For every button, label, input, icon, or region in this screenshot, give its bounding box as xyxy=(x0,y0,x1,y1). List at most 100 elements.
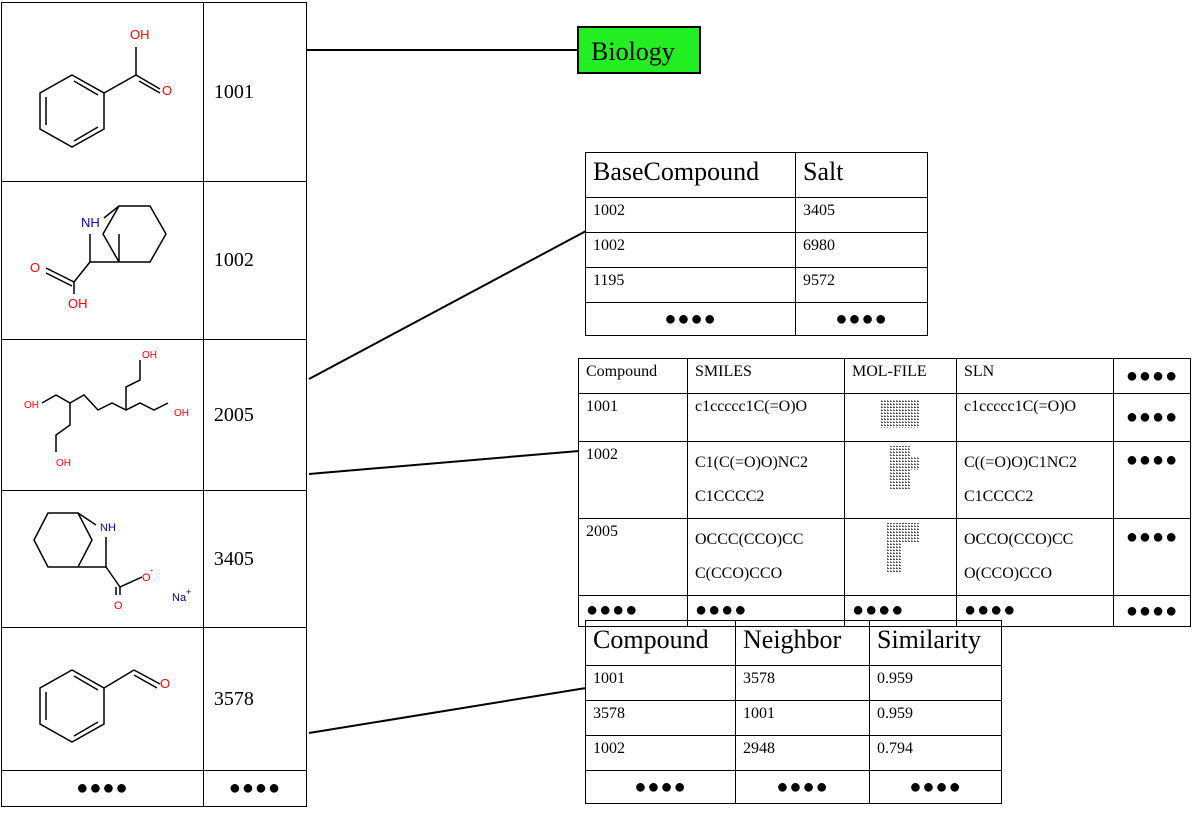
ellipsis: ●●●● xyxy=(795,302,928,336)
compound-table: OH O 1001 NH O OH xyxy=(1,2,308,807)
benzaldehyde-structure: O xyxy=(1,627,204,771)
ellipsis: ●●●● xyxy=(585,302,796,336)
table-cell: 1001 xyxy=(585,665,736,701)
header-compound: Compound xyxy=(578,358,688,394)
sodium-salt-structure: NH O - O Na + xyxy=(1,490,204,628)
ellipsis: ●●●● xyxy=(1113,358,1191,394)
molfile-icon xyxy=(844,441,957,519)
table-cell: 1002 xyxy=(578,441,688,519)
svg-text:OH: OH xyxy=(174,408,189,419)
header-similarity: Similarity xyxy=(869,620,1002,666)
header-basecompound: BaseCompound xyxy=(585,152,796,198)
sln-line: OCCO(CCO)CC xyxy=(964,531,1074,548)
ellipsis: ●●●● xyxy=(1113,441,1191,519)
branched-polyol-structure: OH OH OH OH xyxy=(1,339,204,491)
smiles-line: C1CCCC2 xyxy=(695,488,765,505)
compound-row: OH OH OH OH 2005 xyxy=(1,339,308,491)
smiles-cell: c1ccccc1C(=O)O xyxy=(687,393,845,442)
ellipsis: ●●●● xyxy=(202,770,308,807)
table-cell: 6980 xyxy=(795,232,928,268)
table-row: 1002 C1(C(=O)O)NC2 C1CCCC2 C((=O)O)C1NC2… xyxy=(578,441,1191,519)
compound-id: 1002 xyxy=(202,181,308,340)
sln-cell: c1ccccc1C(=O)O xyxy=(956,393,1114,442)
connector-similarity xyxy=(308,687,587,734)
table-cell: 0.959 xyxy=(869,665,1002,701)
sln-line: O(CCO)CCO xyxy=(964,565,1053,582)
table-cell: 9572 xyxy=(795,267,928,303)
svg-text:O: O xyxy=(114,600,123,612)
svg-text:O: O xyxy=(30,260,40,275)
header-compound: Compound xyxy=(585,620,736,666)
ellipsis: ●●●● xyxy=(1113,393,1191,442)
table-cell: 0.959 xyxy=(869,700,1002,736)
table-header-row: Compound SMILES MOL-FILE SLN ●●●● xyxy=(578,358,1191,394)
table-cell: 3578 xyxy=(585,700,736,736)
table-cell: 3405 xyxy=(795,197,928,233)
table-row: 1001 c1ccccc1C(=O)O c1ccccc1C(=O)O ●●●● xyxy=(578,393,1191,442)
compound-row: O 3578 xyxy=(1,627,308,771)
ellipsis: ●●●● xyxy=(735,770,870,804)
smiles-line: C1(C(=O)O)NC2 xyxy=(695,454,809,471)
table-row: 2005 OCCC(CCO)CC C(CCO)CCO OCCO(CCO)CC O… xyxy=(578,518,1191,596)
table-cell: 2005 xyxy=(578,518,688,596)
table-cell: 2948 xyxy=(735,735,870,771)
smiles-line: OCCC(CCO)CC xyxy=(695,531,804,548)
ellipsis: ●●●● xyxy=(869,770,1002,804)
table-cell: 1002 xyxy=(585,232,796,268)
svg-text:Na: Na xyxy=(172,592,187,604)
svg-text:O: O xyxy=(162,83,172,98)
table-cell: 1002 xyxy=(585,735,736,771)
header-sln: SLN xyxy=(956,358,1114,394)
svg-text:NH: NH xyxy=(81,215,100,230)
biology-box: Biology xyxy=(577,26,701,74)
header-smiles: SMILES xyxy=(687,358,845,394)
table-cell: 1195 xyxy=(585,267,796,303)
svg-text:NH: NH xyxy=(100,522,116,534)
ellipsis: ●●●● xyxy=(585,770,736,804)
svg-text:+: + xyxy=(186,587,191,597)
compound-id: 3578 xyxy=(202,627,308,771)
table-header-row: BaseCompound Salt xyxy=(585,152,928,198)
svg-text:OH: OH xyxy=(142,350,157,361)
molfile-icon xyxy=(844,393,957,442)
compound-id: 2005 xyxy=(202,339,308,491)
compound-ellipsis-row: ●●●● ●●●● xyxy=(1,770,308,807)
sln-line: C((=O)O)C1NC2 xyxy=(964,454,1078,471)
ellipsis: ●●●● xyxy=(1,770,204,807)
svg-text:OH: OH xyxy=(56,458,71,469)
compound-row: NH O - O Na + 3405 xyxy=(1,490,308,628)
svg-text:O: O xyxy=(142,572,151,584)
header-salt: Salt xyxy=(795,152,928,198)
table-cell: 1002 xyxy=(585,197,796,233)
structure-table: Compound SMILES MOL-FILE SLN ●●●● 1001 c… xyxy=(578,358,1191,627)
benzoic-acid-structure: OH O xyxy=(1,2,204,182)
table-cell: 0.794 xyxy=(869,735,1002,771)
smiles-cell: C1(C(=O)O)NC2 C1CCCC2 xyxy=(687,441,845,519)
sln-cell: C((=O)O)C1NC2 C1CCCC2 xyxy=(956,441,1114,519)
table-header-row: Compound Neighbor Similarity xyxy=(585,620,1002,666)
table-cell: 3578 xyxy=(735,665,870,701)
header-molfile: MOL-FILE xyxy=(844,358,957,394)
bicyclic-amino-acid-structure: NH O OH xyxy=(1,181,204,340)
table-row: ●●●● ●●●● xyxy=(585,302,928,336)
table-cell: 1001 xyxy=(578,393,688,442)
svg-text:OH: OH xyxy=(68,296,88,311)
smiles-cell: OCCC(CCO)CC C(CCO)CCO xyxy=(687,518,845,596)
compound-id: 1001 xyxy=(202,2,308,182)
ellipsis: ●●●● xyxy=(1113,518,1191,596)
compound-row: OH O 1001 xyxy=(1,2,308,182)
molfile-icon xyxy=(844,518,957,596)
svg-text:-: - xyxy=(150,565,153,575)
connector-structure xyxy=(308,450,580,475)
sln-cell: OCCO(CCO)CC O(CCO)CCO xyxy=(956,518,1114,596)
table-row: ●●●● ●●●● ●●●● xyxy=(585,770,1002,804)
svg-text:OH: OH xyxy=(24,400,39,411)
compound-row: NH O OH 1002 xyxy=(1,181,308,340)
